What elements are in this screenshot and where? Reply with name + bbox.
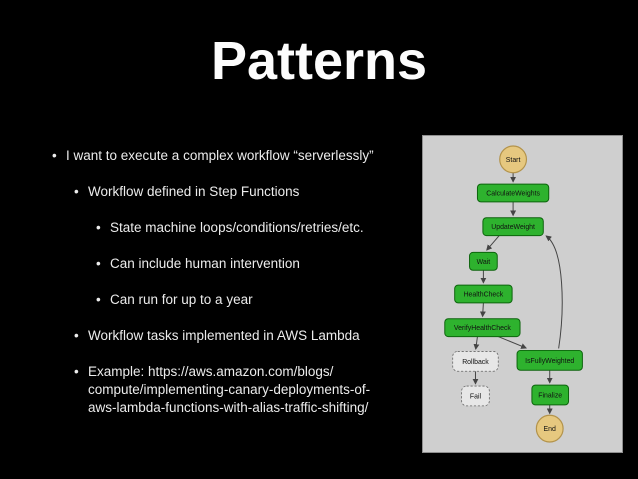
diagram-edge-verifyhealthcheck-to-rollback [473, 336, 480, 351]
diagram-node-wait: Wait [469, 251, 498, 271]
bullet-text: Can run for up to a year [110, 292, 253, 307]
bullet-item: • Can run for up to a year [40, 291, 416, 309]
bullet-text: Example: https://aws.amazon.com/blogs/ c… [88, 364, 371, 415]
diagram-node-label: Rollback [462, 359, 489, 366]
diagram-node-label: VerifyHealthCheck [454, 325, 511, 332]
diagram-node-label: Finalize [538, 392, 562, 399]
bullet-text: Workflow tasks implemented in AWS Lambda [88, 328, 360, 343]
bullet-text: Workflow defined in Step Functions [88, 184, 300, 199]
page-title: Patterns [210, 31, 428, 91]
diagram-node-verifyhealthcheck: VerifyHealthCheck [444, 318, 521, 338]
diagram-node-label: HealthCheck [464, 291, 504, 298]
bullet-dot-icon: • [74, 328, 79, 343]
bullet-item: • I want to execute a complex workflow “s… [40, 147, 416, 165]
diagram-node-label: UpdateWeight [491, 224, 535, 231]
diagram-edge-isfullyweighted-to-updateweight [545, 235, 563, 349]
diagram-node-fail: Fail [461, 385, 490, 407]
bullet-item: • Workflow tasks implemented in AWS Lambd… [40, 327, 416, 345]
diagram-node-label: Wait [477, 259, 491, 266]
diagram-edge-healthcheck-to-verifyhealthcheck [479, 302, 486, 318]
bullet-text: Can include human intervention [110, 256, 300, 271]
diagram-edge-updateweight-to-wait [486, 235, 500, 251]
bullet-dot-icon: • [96, 256, 101, 271]
diagram-node-label: Fail [470, 393, 482, 400]
diagram-node-updateweight: UpdateWeight [482, 217, 544, 237]
diagram-node-start: Start [499, 145, 528, 174]
bullet-item: • Workflow defined in Step Functions [40, 183, 416, 201]
bullet-dot-icon: • [74, 184, 79, 199]
bullet-dot-icon: • [96, 220, 101, 235]
bullet-dot-icon: • [96, 292, 101, 307]
diagram-node-label: Start [506, 157, 521, 164]
bullet-text: I want to execute a complex workflow “se… [66, 148, 374, 163]
diagram-node-healthcheck: HealthCheck [454, 284, 513, 304]
bullet-dot-icon: • [52, 148, 57, 163]
bullet-item: • Can include human intervention [40, 255, 416, 273]
bullet-text: State machine loops/conditions/retries/e… [110, 220, 364, 235]
diagram-node-label: IsFullyWeighted [525, 358, 574, 365]
diagram-edge-verifyhealthcheck-to-isfullyweighted [498, 336, 527, 349]
workflow-diagram: StartCalculateWeightsUpdateWeightWaitHea… [444, 145, 583, 443]
diagram-node-isfullyweighted: IsFullyWeighted [516, 349, 583, 371]
diagram-node-end: End [535, 414, 564, 443]
diagram-node-finalize: Finalize [531, 384, 570, 406]
diagram-node-label: End [544, 426, 556, 433]
diagram-node-label: CalculateWeights [486, 190, 540, 197]
bullet-dot-icon: • [74, 364, 79, 379]
bullet-item: • Example: https://aws.amazon.com/blogs/ … [40, 363, 416, 417]
bullet-item: • State machine loops/conditions/retries/… [40, 219, 416, 237]
bullet-list: • I want to execute a complex workflow “s… [40, 147, 416, 435]
diagram-node-calculateweights: CalculateWeights [476, 183, 550, 203]
diagram-node-rollback: Rollback [452, 351, 499, 372]
